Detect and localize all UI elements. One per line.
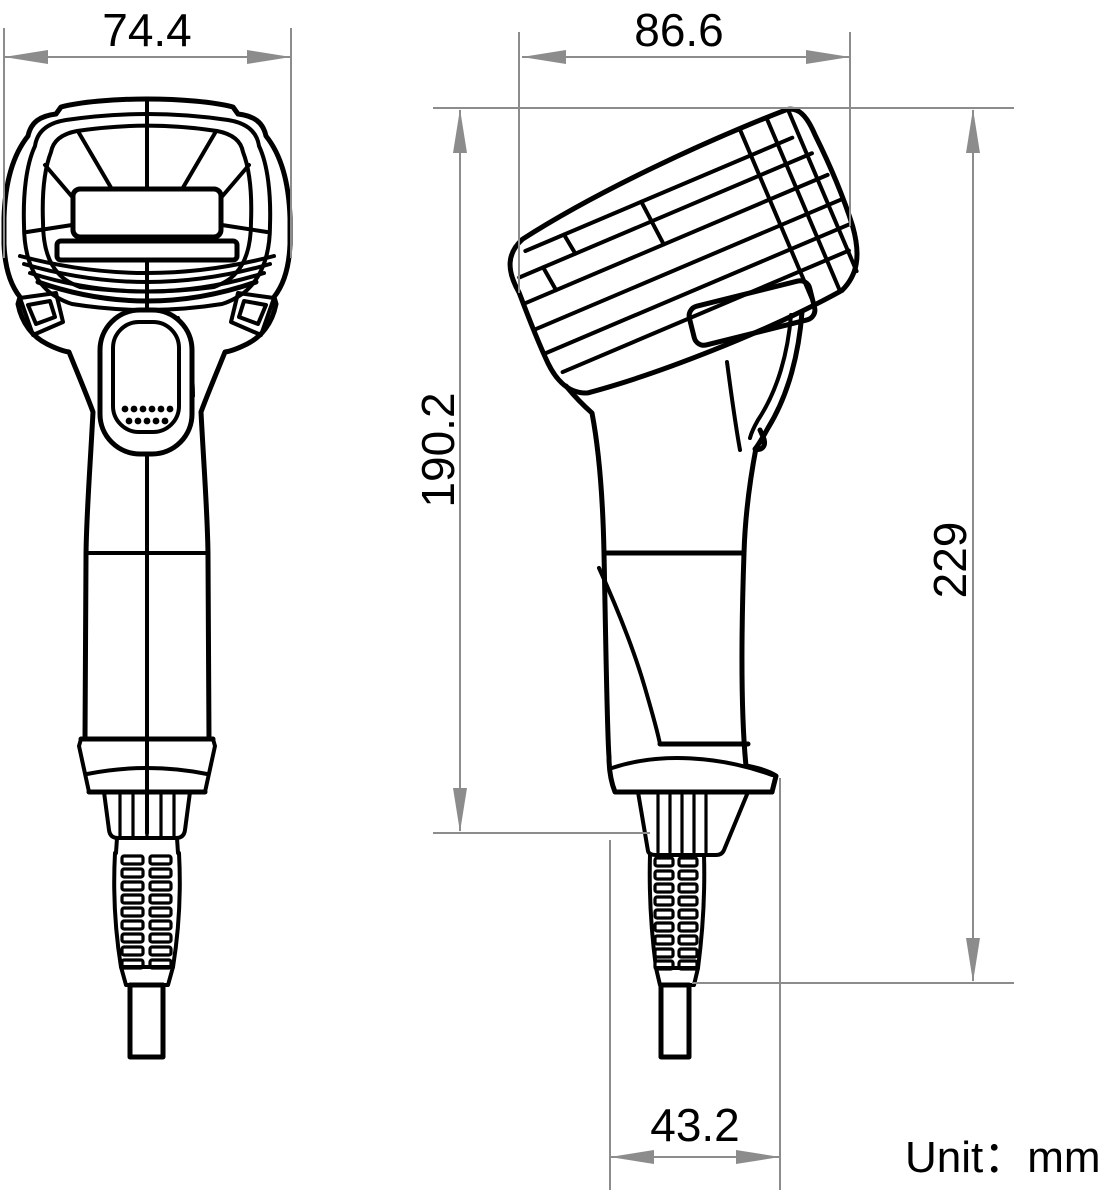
extension-lines xyxy=(433,107,1014,834)
extension-lines xyxy=(692,110,1014,984)
front-chin-curves xyxy=(18,254,276,294)
arrow-right-icon xyxy=(247,50,291,64)
arrow-right-icon xyxy=(806,50,850,64)
front-trigger-inner xyxy=(111,320,181,434)
side-width-label: 86.6 xyxy=(634,4,724,56)
body-height-label: 190.2 xyxy=(412,392,464,507)
front-collar xyxy=(102,790,192,840)
side-boot xyxy=(636,790,750,857)
dimension-cable-width: 43.2 xyxy=(609,778,781,1190)
arrow-down-icon xyxy=(453,788,467,832)
front-lower-plate xyxy=(54,238,240,263)
arrow-right-icon xyxy=(736,1150,780,1164)
dimension-side-width: 86.6 xyxy=(518,4,851,293)
front-left-wing xyxy=(18,291,65,337)
side-trigger xyxy=(752,309,805,452)
front-trigger-outer xyxy=(97,307,195,457)
arrow-left-icon xyxy=(610,1150,654,1164)
side-view-drawing xyxy=(507,106,860,1060)
front-speaker-dots xyxy=(121,405,174,425)
arrow-up-icon xyxy=(453,109,467,153)
front-head-outline xyxy=(1,96,150,742)
arrow-down-icon xyxy=(966,938,980,982)
side-handle-inner-line xyxy=(597,566,662,746)
dimension-front-width: 74.4 xyxy=(3,4,292,258)
side-ladder-rungs xyxy=(653,856,699,971)
side-head-bands xyxy=(517,135,853,375)
arrow-left-icon xyxy=(522,50,566,64)
dimension-total-height: 229 xyxy=(692,109,1014,984)
front-bezel-ring xyxy=(21,112,273,312)
side-head-cross-lines xyxy=(738,109,859,307)
cable-width-label: 43.2 xyxy=(650,1099,740,1151)
front-width-label: 74.4 xyxy=(102,4,192,56)
side-head-outline xyxy=(507,106,860,396)
extension-lines xyxy=(3,28,292,258)
arrow-up-icon xyxy=(966,109,980,153)
front-boot xyxy=(77,737,217,794)
front-scan-window xyxy=(70,186,224,240)
total-height-label: 229 xyxy=(924,522,976,599)
front-view-drawing xyxy=(1,96,293,1060)
side-detail-plate xyxy=(686,278,818,348)
dimension-body-height: 190.2 xyxy=(412,107,1014,834)
front-funnel-lines xyxy=(25,131,269,234)
front-right-wing xyxy=(229,291,276,337)
side-cable xyxy=(658,982,692,1060)
unit-note: Unit：mm xyxy=(905,1133,1101,1182)
side-handle-left xyxy=(563,383,618,795)
side-handle-right xyxy=(739,445,779,795)
extension-lines xyxy=(518,32,851,293)
front-ladder-rungs xyxy=(120,854,173,970)
front-strain-relief xyxy=(112,851,182,969)
side-head xyxy=(507,106,860,396)
front-cable xyxy=(127,982,166,1060)
arrow-left-icon xyxy=(4,50,48,64)
